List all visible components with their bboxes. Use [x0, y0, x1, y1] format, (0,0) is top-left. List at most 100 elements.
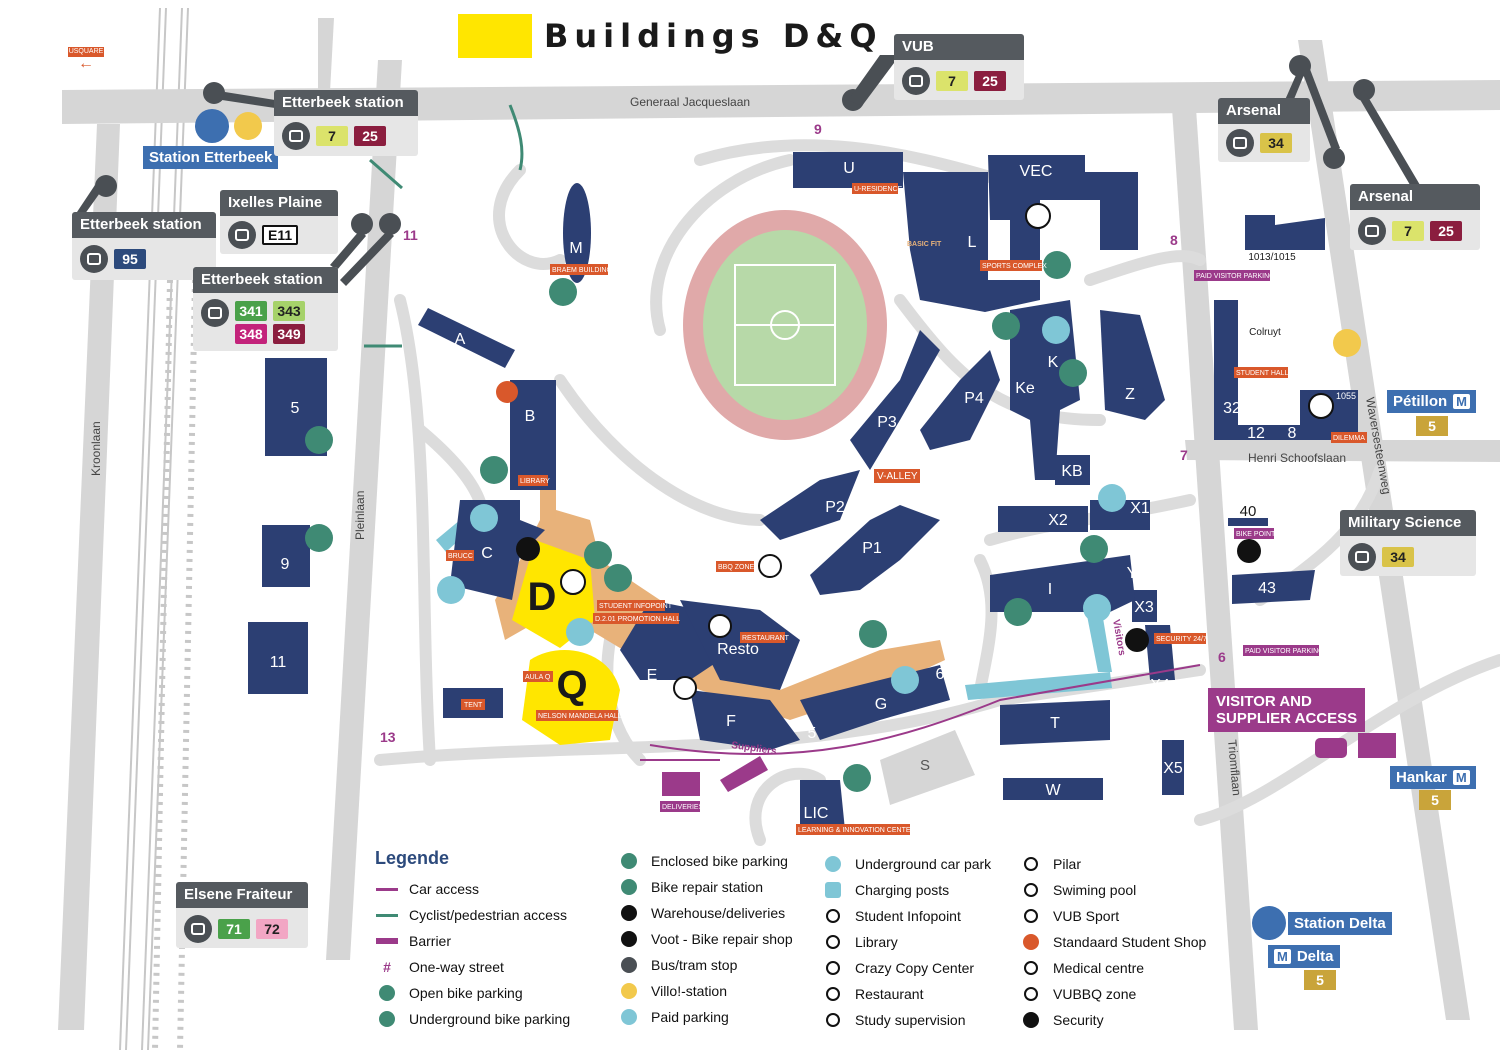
line-25: 25	[974, 71, 1006, 91]
building-P4	[920, 350, 1000, 450]
etterbeek-bus95-stop[interactable]: Etterbeek station 95	[72, 212, 216, 280]
gate-13: 13	[380, 729, 396, 745]
line-348: 348	[235, 324, 267, 344]
tag-nelson: NELSON MANDELA HALL	[538, 713, 622, 720]
arsenal-bus-stop[interactable]: Arsenal 34	[1218, 98, 1310, 162]
label-X1: X1	[1130, 500, 1150, 517]
building-W	[1003, 778, 1103, 800]
stop-name: Etterbeek station	[274, 90, 418, 116]
label-n6: 6	[936, 666, 945, 683]
legend-item: Bus/tram stop	[617, 952, 793, 978]
building-LIC	[800, 780, 845, 830]
arsenal-tram-stop[interactable]: Arsenal 7 25	[1350, 184, 1480, 250]
gate-9: 9	[814, 121, 822, 137]
paid-parking-icon-4	[891, 666, 919, 694]
label-32: 32	[1223, 400, 1241, 417]
tag-visitors: Visitors	[1110, 619, 1127, 657]
building-F	[690, 690, 800, 750]
line-7: 7	[1392, 221, 1424, 241]
legend-label: Pilar	[1053, 856, 1082, 872]
voot-icon-marker	[1237, 539, 1261, 563]
tag-brucc: BRUCC	[448, 553, 473, 560]
legend-label: Cyclist/pedestrian access	[409, 907, 567, 923]
ixelles-plaine-stop[interactable]: Ixelles Plaine E11	[220, 190, 338, 254]
legend-label: VUB Sport	[1053, 908, 1120, 924]
station-etterbeek-label[interactable]: Station Etterbeek	[143, 146, 279, 169]
building-11	[248, 622, 308, 694]
paid-parking-icon-6	[1098, 484, 1126, 512]
label-X4: X4	[1150, 677, 1170, 694]
building-K	[1010, 300, 1080, 480]
legend-item: Medical centre	[1019, 955, 1206, 981]
study-supervision-icon	[821, 1011, 845, 1029]
legend-label: Swiming pool	[1053, 882, 1137, 898]
bike-parking-icon-3	[480, 456, 508, 484]
etterbeek-tram-stop[interactable]: Etterbeek station 7 25	[274, 90, 418, 156]
tag-basic-fit: BASIC FIT	[907, 241, 942, 248]
vub-sport-icon-marker	[1025, 203, 1051, 229]
legend: Legende Car access Cyclist/pedestrian ac…	[375, 846, 1255, 1046]
legend-item: Crazy Copy Center	[821, 955, 991, 981]
label-colruyt: Colruyt	[1249, 327, 1281, 338]
line-95: 95	[114, 249, 146, 269]
military-science-stop[interactable]: Military Science 34	[1340, 510, 1476, 576]
owl-shop-icon	[1019, 933, 1043, 951]
bus-tram-stop-icon	[617, 956, 641, 974]
label-C: C	[481, 545, 493, 562]
legend-label: Enclosed bike parking	[651, 853, 788, 869]
label-X3: X3	[1134, 599, 1154, 616]
line-7: 7	[316, 126, 348, 146]
legend-item: Study supervision	[821, 1007, 991, 1033]
library-icon-marker	[516, 537, 540, 561]
bike-parking-icon-12	[992, 312, 1020, 340]
bus-icon	[1348, 543, 1376, 571]
label-S: S	[920, 757, 930, 774]
charging-post-icon	[821, 881, 845, 899]
tag-aula-q: AULA Q	[525, 674, 551, 681]
line-71: 71	[218, 919, 250, 939]
building-Z	[1100, 310, 1165, 420]
label-I: I	[1048, 581, 1052, 598]
metro-icon: M	[1452, 770, 1470, 785]
legend-item: Car access	[375, 876, 570, 902]
vub-sport-icon	[1019, 907, 1043, 925]
map-title: Buildings D&Q	[458, 14, 883, 58]
visitor-vehicle-icons	[1315, 733, 1396, 758]
legend-label: Voot - Bike repair shop	[651, 931, 793, 947]
stop-name: Etterbeek station	[193, 267, 338, 293]
vub-tram-stop[interactable]: VUB 7 25	[894, 34, 1024, 100]
legend-item: Restaurant	[821, 981, 991, 1007]
printer-icon-marker	[673, 676, 697, 700]
enclosed-bike-parking-icon	[617, 852, 641, 870]
street-generaal: Generaal Jacqueslaan	[630, 95, 750, 109]
gate-8: 8	[1170, 232, 1178, 248]
petillon-name: Pétillon	[1393, 393, 1448, 410]
label-n4: 4	[664, 692, 671, 707]
usquare-sign[interactable]: USQUARE ←	[68, 47, 104, 73]
label-40: 40	[1240, 503, 1257, 520]
building-P1	[810, 505, 940, 595]
underground-car-park-icon	[821, 855, 845, 873]
building-B	[510, 380, 556, 490]
building-A	[418, 308, 515, 368]
station-delta-label[interactable]: Station Delta	[1288, 912, 1392, 935]
legend-item: Standaard Student Shop	[1019, 929, 1206, 955]
owl-shop-icon-marker	[496, 381, 518, 403]
tag-student-halls: STUDENT HALLS	[1236, 370, 1293, 377]
building-KB	[1055, 455, 1090, 485]
label-n5: 5	[808, 725, 817, 742]
bike-parking-icon-13	[1043, 251, 1071, 279]
building-T	[1000, 700, 1110, 745]
legend-label: Car access	[409, 881, 480, 897]
security-icon	[1019, 1011, 1043, 1029]
label-9: 9	[281, 556, 290, 573]
legend-item: Student Infopoint	[821, 903, 991, 929]
bus-icon	[1226, 129, 1254, 157]
cyclist-access-arrow-icon	[375, 906, 399, 924]
elsene-fraiteur-stop[interactable]: Elsene Fraiteur 71 72	[176, 882, 308, 948]
legend-item: Warehouse/deliveries	[617, 900, 793, 926]
etterbeek-bus-stop[interactable]: Etterbeek station 341 343 348 349	[193, 267, 338, 351]
